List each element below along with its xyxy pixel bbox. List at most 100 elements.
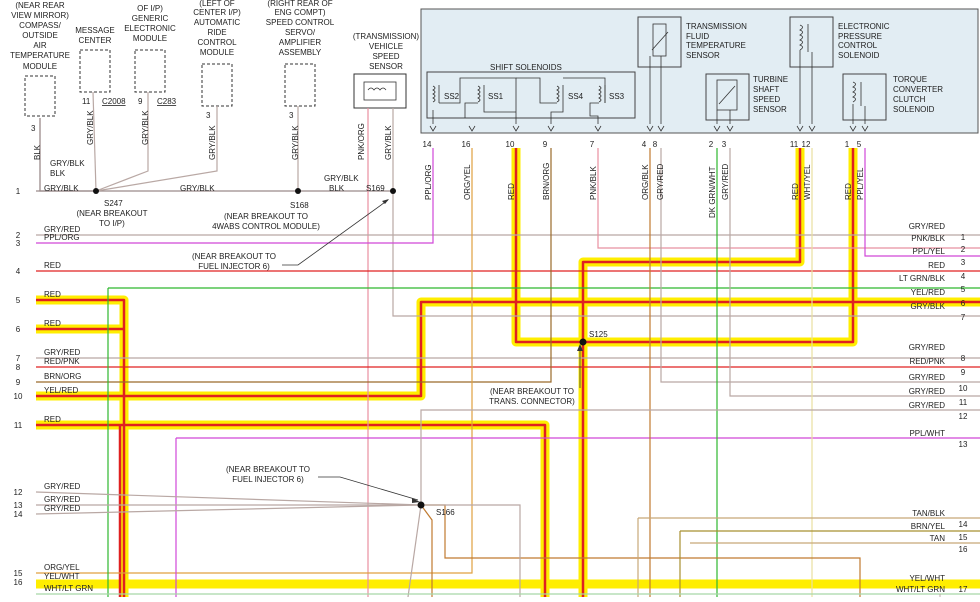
svg-text:(TRANSMISSION): (TRANSMISSION) (353, 32, 420, 41)
trans-wire-label: RED (791, 183, 800, 200)
left-row-number: 13 (14, 501, 23, 510)
svg-text:FUEL INJECTOR 6): FUEL INJECTOR 6) (198, 262, 270, 271)
left-row-number: 8 (16, 363, 21, 372)
svg-text:ELECTRONIC: ELECTRONIC (124, 24, 176, 33)
torque-converter-solenoid (842, 73, 887, 124)
right-row-number: 3 (961, 258, 966, 267)
svg-text:3: 3 (206, 111, 211, 120)
svg-text:GRY/BLK: GRY/BLK (384, 125, 393, 160)
left-row-label: GRY/RED (44, 225, 81, 234)
wire (35, 491, 422, 506)
right-row-label: GRY/RED (909, 387, 946, 396)
svg-text:C283: C283 (157, 97, 177, 106)
right-row-number: 8 (961, 354, 966, 363)
left-row-label: RED (44, 319, 61, 328)
trans-pin-number: 16 (462, 140, 471, 149)
pin-arrow (861, 125, 869, 132)
svg-text:VEHICLE: VEHICLE (369, 42, 403, 51)
right-row-number: 15 (959, 533, 968, 542)
left-row-label: ORG/YEL (44, 563, 80, 572)
right-row-label: PNK/BLK (911, 234, 945, 243)
left-row-number: 3 (16, 239, 21, 248)
wire (36, 148, 473, 574)
right-row-number: 17 (959, 585, 968, 594)
left-row-label: RED/PNK (44, 357, 80, 366)
compass-module: (NEAR REAR VIEW MIRROR) COMPASS/ OUTSIDE… (10, 1, 70, 133)
ss2-coil (432, 85, 440, 103)
left-row-number: 6 (16, 325, 21, 334)
ss1-coil (477, 85, 485, 103)
right-row-number: 13 (959, 440, 968, 449)
left-row-label: GRY/RED (44, 495, 81, 504)
svg-text:S166: S166 (436, 508, 455, 517)
svg-text:CLUTCH: CLUTCH (893, 95, 926, 104)
wire-core (36, 423, 547, 597)
pin-arrow (796, 125, 804, 132)
right-row-label: YEL/RED (911, 288, 945, 297)
svg-text:OF I/P): OF I/P) (137, 4, 163, 13)
trans-pin-number: 4 (642, 140, 647, 149)
right-row-number: 7 (961, 313, 966, 322)
splice-dots (93, 188, 587, 509)
trans-wire-label: DK GRN/WHT (708, 166, 717, 218)
right-row-label: GRY/RED (909, 343, 946, 352)
trans-pin-number: 14 (423, 140, 432, 149)
right-row-label: PPL/YEL (913, 247, 946, 256)
wire-core (514, 148, 583, 344)
ss4-label: SS4 (568, 92, 584, 101)
svg-text:ASSEMBLY: ASSEMBLY (279, 48, 322, 57)
svg-text:SPEED: SPEED (753, 95, 780, 104)
svg-text:GRY/BLK: GRY/BLK (324, 174, 359, 183)
wire (36, 148, 434, 244)
right-row-number: 6 (961, 299, 966, 308)
svg-text:GRY/BLK: GRY/BLK (180, 184, 215, 193)
svg-text:(NEAR BREAKOUT TO: (NEAR BREAKOUT TO (192, 252, 276, 261)
right-row-label: BRN/YEL (911, 522, 946, 531)
svg-text:(RIGHT REAR OF: (RIGHT REAR OF (267, 0, 332, 8)
trans-wire-label: GRY/RED (721, 163, 730, 200)
trans-pin-number: 7 (590, 140, 595, 149)
solenoid-internal-wiring (432, 77, 606, 124)
wire (660, 148, 980, 383)
svg-text:ELECTRONIC: ELECTRONIC (838, 22, 890, 31)
svg-text:BLK: BLK (33, 144, 42, 160)
svg-text:GENERIC: GENERIC (132, 14, 169, 23)
svg-text:TURBINE: TURBINE (753, 75, 788, 84)
right-row-label: TAN (930, 534, 946, 543)
wire-core (581, 148, 802, 342)
left-row-number: 7 (16, 354, 21, 363)
left-row-number: 2 (16, 231, 21, 240)
svg-text:C2008: C2008 (102, 97, 126, 106)
left-row-label: RED (44, 415, 61, 424)
right-row-label: GRY/RED (909, 373, 946, 382)
pin-arrow (726, 125, 734, 132)
svg-text:9: 9 (138, 97, 143, 106)
svg-text:TRANSMISSION: TRANSMISSION (686, 22, 747, 31)
right-row-number: 5 (961, 285, 966, 294)
svg-text:OUTSIDE: OUTSIDE (22, 31, 58, 40)
leader-lines (282, 199, 581, 501)
right-row-number: 1 (961, 233, 966, 242)
svg-text:MODULE: MODULE (23, 62, 57, 71)
svg-text:(NEAR BREAKOUT TO: (NEAR BREAKOUT TO (226, 465, 310, 474)
ss1-label: SS1 (488, 92, 504, 101)
pin-arrow (429, 125, 437, 132)
pin-arrow (468, 125, 476, 132)
speed-control-servo: (RIGHT REAR OF ENG COMPT) SPEED CONTROL … (266, 0, 335, 120)
svg-text:(NEAR BREAKOUT TO: (NEAR BREAKOUT TO (224, 212, 308, 221)
splice-labels: S247 (NEAR BREAKOUT TO I/P) S168 (NEAR B… (76, 184, 608, 517)
wire-highlight (36, 295, 129, 597)
pin-arrow (594, 125, 602, 132)
right-row-label: YEL/WHT (909, 574, 945, 583)
trans-wire-label: PPL/YEL (856, 167, 865, 200)
pin-arrow (849, 125, 857, 132)
svg-text:3: 3 (289, 111, 294, 120)
fluid-temp-label: TRANSMISSION FLUID TEMPERATURE SENSOR (686, 22, 747, 60)
left-row-label: RED (44, 261, 61, 270)
svg-text:CENTER: CENTER (79, 36, 112, 45)
right-row-number: 9 (961, 368, 966, 377)
highlighted-wires (36, 148, 980, 597)
